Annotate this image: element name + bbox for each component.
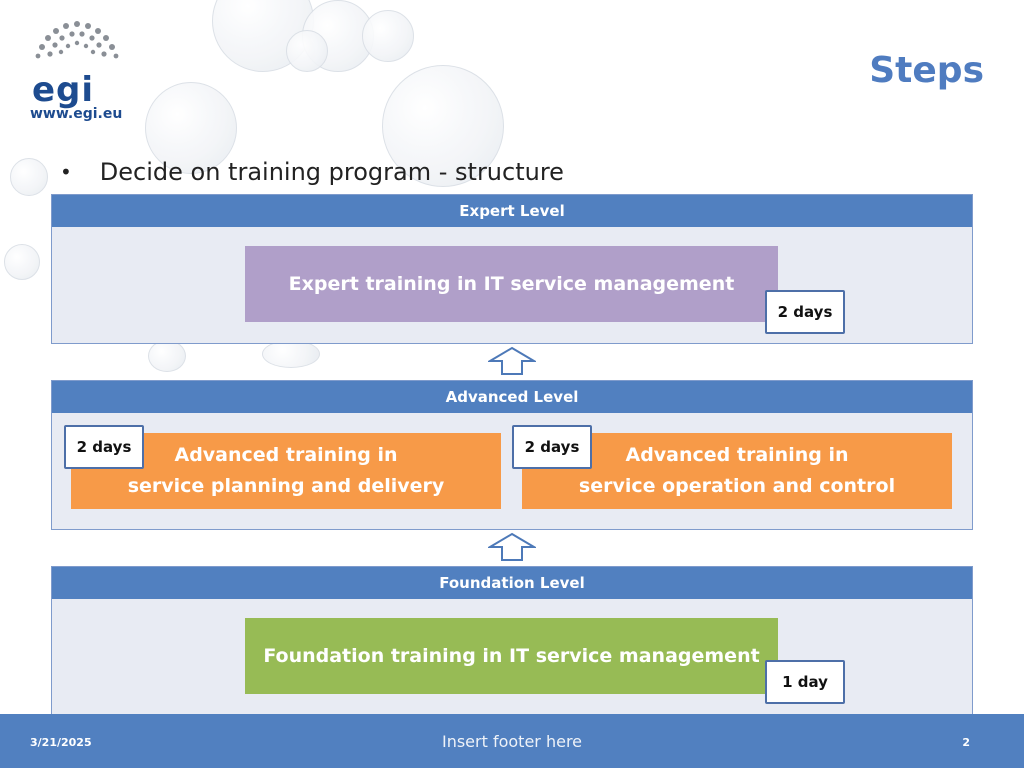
decorative-bubble (145, 82, 237, 174)
decorative-bubble (286, 30, 328, 72)
bullet-text: Decide on training program - structure (99, 158, 564, 186)
up-arrow-icon (488, 532, 536, 561)
advanced-operation-duration-badge: 2 days (512, 425, 592, 469)
egi-logo-dots-icon (35, 21, 119, 59)
expert-training-box: Expert training in IT service management (245, 246, 778, 322)
egi-logo[interactable]: egi www.egi.eu (22, 18, 132, 128)
decorative-bubble (262, 340, 320, 368)
decorative-bubble (362, 10, 414, 62)
foundation-level-header: Foundation Level (52, 567, 972, 599)
advanced-operation-box: Advanced training in service operation a… (522, 433, 952, 509)
expert-level-header: Expert Level (52, 195, 972, 227)
advanced-planning-duration-badge: 2 days (64, 425, 144, 469)
logo-brand-text: egi (32, 70, 95, 110)
advanced-operation-line1: Advanced training in (625, 444, 849, 466)
decorative-bubble (10, 158, 48, 196)
expert-training-label: Expert training in IT service management (288, 272, 735, 295)
decorative-bubble (382, 65, 504, 187)
up-arrow-icon (488, 346, 536, 375)
advanced-planning-box: Advanced training in service planning an… (71, 433, 501, 509)
bullet-dot-icon: • (60, 160, 72, 184)
foundation-training-label: Foundation training in IT service manage… (263, 644, 760, 667)
advanced-operation-line2: service operation and control (578, 475, 896, 497)
advanced-planning-line2: service planning and delivery (127, 475, 445, 497)
expert-duration-badge: 2 days (765, 290, 845, 334)
footer-text: Insert footer here (441, 732, 583, 751)
slide-title: Steps (869, 50, 984, 91)
slide-footer: 3/21/2025 Insert footer here 2 (0, 714, 1024, 768)
decorative-bubble (148, 340, 186, 372)
page-number: 2 (962, 736, 970, 749)
footer-date: 3/21/2025 (30, 736, 92, 749)
bullet-item: • Decide on training program - structure (60, 158, 564, 186)
advanced-planning-line1: Advanced training in (174, 444, 398, 466)
advanced-level-header: Advanced Level (52, 381, 972, 413)
logo-url[interactable]: www.egi.eu (30, 106, 123, 122)
foundation-training-box: Foundation training in IT service manage… (245, 618, 778, 694)
foundation-duration-badge: 1 day (765, 660, 845, 704)
decorative-bubble (4, 244, 40, 280)
